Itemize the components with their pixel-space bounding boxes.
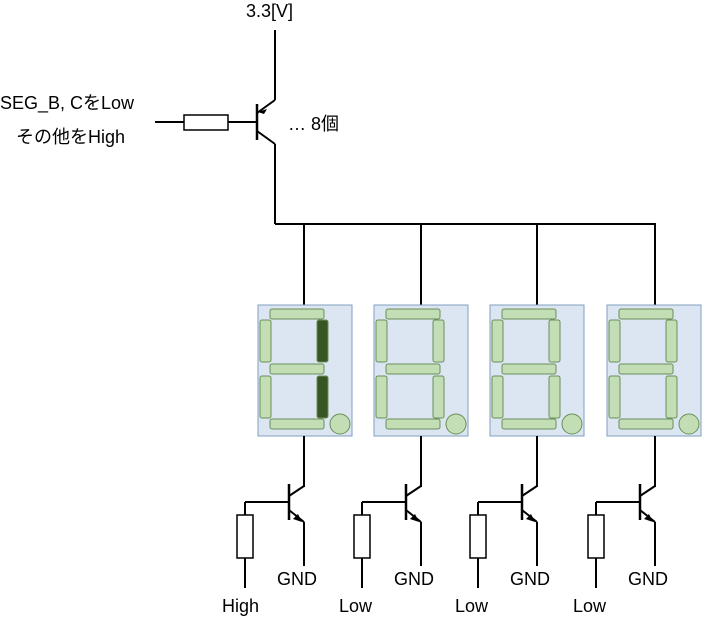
digits-layer: GND High GND Low GND Low GND Low xyxy=(222,224,702,616)
emitter-arrow-icon xyxy=(526,514,535,522)
decimal-point-icon xyxy=(678,413,700,435)
gnd-label: GND xyxy=(628,569,668,589)
segment-d xyxy=(385,418,441,430)
gnd-label: GND xyxy=(277,569,317,589)
segment-f xyxy=(491,319,504,363)
low-side-transistor xyxy=(520,484,538,523)
supply-label: 3.3[V] xyxy=(246,1,293,21)
segment-e xyxy=(491,375,504,419)
base-resistor xyxy=(183,114,229,131)
emitter-arrow-icon xyxy=(293,514,302,522)
control-label: Low xyxy=(455,596,489,616)
gnd-label: GND xyxy=(394,569,434,589)
segment-e xyxy=(375,375,388,419)
base-resistor xyxy=(587,514,605,559)
segment-a xyxy=(385,308,441,320)
base-resistor xyxy=(236,514,254,559)
decimal-point-icon xyxy=(445,413,467,435)
input-label-line1: SEG_B, CをLow xyxy=(0,93,135,114)
segment-b xyxy=(548,319,561,363)
segment-c xyxy=(548,375,561,419)
emitter-arrow-icon xyxy=(258,109,267,114)
control-label: Low xyxy=(339,596,373,616)
segment-f xyxy=(259,319,272,363)
segment-e xyxy=(608,375,621,419)
segment-b xyxy=(665,319,678,363)
base-resistor xyxy=(353,514,371,559)
decimal-point-icon xyxy=(329,413,351,435)
transistor-count-label: … 8個 xyxy=(288,114,339,134)
segment-d xyxy=(501,418,557,430)
decimal-point-icon xyxy=(561,413,583,435)
digit-unit-3: GND Low xyxy=(455,224,585,616)
segment-b-lit xyxy=(316,319,329,363)
segment-g xyxy=(501,363,557,375)
segment-f xyxy=(608,319,621,363)
control-label: Low xyxy=(573,596,607,616)
emitter-arrow-icon xyxy=(644,514,653,522)
low-side-transistor xyxy=(638,484,656,523)
segment-g xyxy=(385,363,441,375)
segment-a xyxy=(501,308,557,320)
segment-e xyxy=(259,375,272,419)
segment-b xyxy=(432,319,445,363)
segment-c xyxy=(432,375,445,419)
input-label-line2: その他をHigh xyxy=(16,127,125,147)
control-label: High xyxy=(222,596,259,616)
segment-c-lit xyxy=(316,375,329,419)
segment-g xyxy=(269,363,325,375)
segment-d xyxy=(618,418,674,430)
low-side-transistor xyxy=(404,484,422,523)
low-side-transistor xyxy=(287,484,305,523)
emitter-arrow-icon xyxy=(410,514,419,522)
segment-a xyxy=(269,308,325,320)
digit-unit-2: GND Low xyxy=(339,224,469,616)
segment-f xyxy=(375,319,388,363)
segment-c xyxy=(665,375,678,419)
gnd-label: GND xyxy=(510,569,550,589)
high-side-transistor xyxy=(255,99,276,145)
digit-unit-1: GND High xyxy=(222,224,353,616)
segment-d xyxy=(269,418,325,430)
base-resistor xyxy=(469,514,487,559)
segment-g xyxy=(618,363,674,375)
segment-a xyxy=(618,308,674,320)
digit-unit-4: GND Low xyxy=(573,224,702,616)
